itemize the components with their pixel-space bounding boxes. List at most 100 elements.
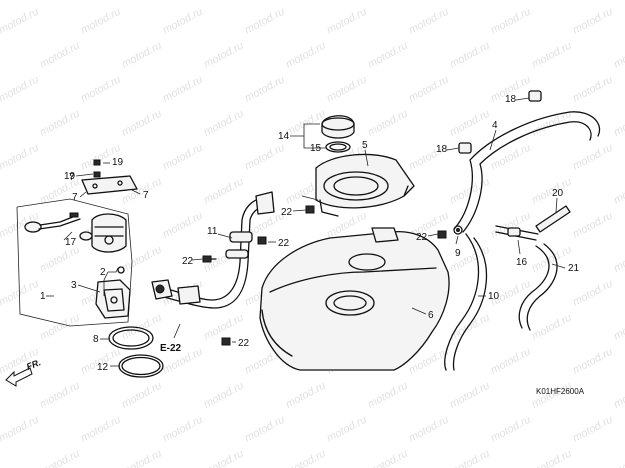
- watermark-text: motod.ru: [366, 108, 410, 139]
- watermark-text: motod.ru: [202, 40, 246, 71]
- watermark-text: motod.ru: [366, 0, 410, 3]
- bolt-22-e: [437, 230, 447, 239]
- callout-9: 9: [455, 248, 461, 259]
- watermark-text: motod.ru: [448, 380, 492, 411]
- watermark-text: motod.ru: [284, 108, 328, 139]
- watermark-text: motod.ru: [79, 414, 123, 445]
- watermark-text: motod.ru: [120, 40, 164, 71]
- watermark-text: motod.ru: [448, 312, 492, 343]
- long-tube: [518, 243, 558, 331]
- fuel-feed-hose: [151, 191, 275, 309]
- watermark-text: motod.ru: [325, 74, 369, 105]
- watermark-text: motod.ru: [0, 142, 41, 173]
- callout-11: 11: [207, 226, 218, 237]
- callout-1: 1: [40, 291, 46, 302]
- watermark-text: motod.ru: [161, 414, 205, 445]
- watermark-text: motod.ru: [243, 6, 287, 37]
- callout-labels: 1 2 3 4 5 6 7 7 7 8 9 10 11 12 14 15 16 …: [40, 94, 580, 373]
- watermark-text: motod.ru: [202, 0, 246, 3]
- callout-4: 4: [492, 120, 498, 131]
- watermark-text: motod.ru: [571, 278, 615, 309]
- watermark-text: motod.ru: [243, 414, 287, 445]
- callout-22a: 22: [182, 256, 194, 267]
- watermark-text: motod.ru: [571, 210, 615, 241]
- watermark-text: motod.ru: [612, 108, 625, 139]
- callout-17: 17: [65, 237, 77, 248]
- bolt-22-b: [257, 236, 267, 245]
- callout-18b: 18: [436, 144, 448, 155]
- watermark-text: motod.ru: [448, 40, 492, 71]
- drain-tube: [444, 233, 488, 371]
- fuel-tank: [259, 227, 450, 371]
- watermark-text: motod.ru: [489, 346, 533, 377]
- watermark-text: motod.ru: [489, 142, 533, 173]
- hose-clip-9: [453, 225, 463, 235]
- watermark-text: motod.ru: [530, 312, 574, 343]
- watermark-text: motod.ru: [612, 0, 625, 3]
- diagram-code: K01HF2600A: [536, 387, 585, 396]
- callout-10: 10: [488, 291, 500, 302]
- pump-retainer-ring: [118, 354, 164, 378]
- watermark-text: motod.ru: [448, 0, 492, 3]
- watermark-text: motod.ru: [407, 6, 451, 37]
- fuel-filter-plate: [95, 279, 131, 319]
- watermark-text: motod.ru: [571, 414, 615, 445]
- watermark-text: motod.ru: [0, 278, 41, 309]
- watermark-text: motod.ru: [284, 380, 328, 411]
- watermark-text: motod.ru: [202, 176, 246, 207]
- callout-12: 12: [97, 362, 109, 373]
- watermark-text: motod.ru: [325, 414, 369, 445]
- callout-15: 15: [310, 143, 322, 154]
- watermark-text: motod.ru: [489, 414, 533, 445]
- watermark-text: motod.ru: [161, 210, 205, 241]
- callout-8: 8: [93, 334, 99, 345]
- watermark-text: motod.ru: [407, 74, 451, 105]
- callout-5: 5: [362, 140, 368, 151]
- watermark-text: motod.ru: [120, 380, 164, 411]
- watermark-text: motod.ru: [243, 74, 287, 105]
- callout-19a: 19: [112, 157, 124, 168]
- watermark-text: motod.ru: [243, 142, 287, 173]
- watermark-text: motod.ru: [571, 6, 615, 37]
- breather-tube: [454, 111, 601, 233]
- watermark-text: motod.ru: [284, 448, 328, 468]
- watermark-text: motod.ru: [38, 380, 82, 411]
- watermark-text: motod.ru: [325, 6, 369, 37]
- callout-22b: 22: [278, 238, 290, 249]
- watermark-text: motod.ru: [38, 312, 82, 343]
- watermark-text: motod.ru: [612, 448, 625, 468]
- watermark-text: motod.ru: [612, 380, 625, 411]
- bolt-19: [93, 159, 101, 178]
- short-tube: [535, 205, 571, 233]
- callout-19b: 19: [64, 171, 76, 182]
- watermark-text: motod.ru: [38, 0, 82, 3]
- watermark-text: motod.ru: [161, 74, 205, 105]
- bolt-22-c: [305, 205, 315, 214]
- fuel-cap-seal: [325, 141, 351, 153]
- watermark-text: motod.ru: [489, 6, 533, 37]
- fuel-pump-body: [79, 213, 127, 253]
- fuel-pump-float-arm: [24, 212, 81, 233]
- watermark-text: motod.ru: [38, 244, 82, 275]
- watermark-text: motod.ru: [120, 448, 164, 468]
- callout-14: 14: [278, 131, 290, 142]
- tube-clip-18-b: [458, 142, 472, 154]
- small-o-ring: [117, 266, 125, 274]
- watermark-text: motod.ru: [120, 0, 164, 3]
- callout-22e: 22: [416, 232, 428, 243]
- callout-6: 6: [428, 310, 434, 321]
- watermark-text: motod.ru: [0, 414, 41, 445]
- callout-18a: 18: [505, 94, 517, 105]
- watermark-text: motod.ru: [366, 380, 410, 411]
- tube-clip-18-a: [528, 90, 542, 102]
- section-reference: E-22: [160, 343, 182, 354]
- watermark-text: motod.ru: [79, 74, 123, 105]
- watermark-text: motod.ru: [407, 414, 451, 445]
- watermark-text: motod.ru: [161, 6, 205, 37]
- watermark-text: motod.ru: [38, 40, 82, 71]
- watermark-text: motod.ru: [38, 108, 82, 139]
- watermark-text: motod.ru: [612, 312, 625, 343]
- watermark-text: motod.ru: [530, 448, 574, 468]
- callout-16: 16: [516, 257, 528, 268]
